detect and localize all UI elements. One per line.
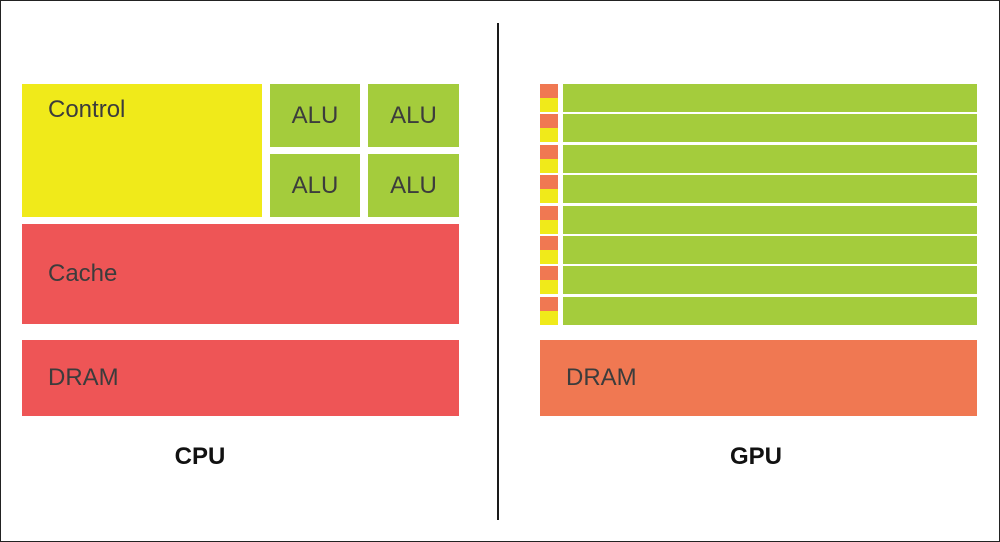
gpu-cache-cell (540, 84, 558, 98)
gpu-alu-lane (563, 114, 977, 142)
gpu-cache-cell (540, 175, 558, 189)
gpu-control-cache-unit (540, 175, 558, 203)
gpu-cache-cell (540, 145, 558, 159)
cpu-control-block: Control (22, 84, 262, 217)
gpu-control-cache-unit (540, 206, 558, 234)
gpu-control-cache-unit (540, 145, 558, 173)
gpu-control-cache-unit (540, 266, 558, 294)
gpu-dram-label: DRAM (566, 364, 637, 391)
gpu-control-cache-unit (540, 114, 558, 142)
gpu-control-cell (540, 280, 558, 294)
cpu-alu-block: ALU (368, 154, 459, 217)
gpu-control-cell (540, 220, 558, 234)
gpu-alu-lane (563, 236, 977, 264)
cpu-caption: CPU (174, 443, 226, 470)
cpu-alu-label: ALU (291, 101, 339, 129)
gpu-control-cell (540, 250, 558, 264)
gpu-control-cell (540, 189, 558, 203)
gpu-control-cell (540, 159, 558, 173)
gpu-cache-cell (540, 266, 558, 280)
cpu-control-label: Control (48, 96, 126, 123)
cpu-dram-label: DRAM (48, 364, 119, 391)
cpu-alu-label: ALU (291, 171, 339, 199)
gpu-caption: GPU (729, 443, 782, 470)
gpu-dram-block: DRAM (540, 340, 977, 416)
gpu-alu-lane (563, 84, 977, 112)
gpu-control-cell (540, 311, 558, 325)
gpu-cache-cell (540, 114, 558, 128)
gpu-control-cell (540, 128, 558, 142)
gpu-cache-cell (540, 206, 558, 220)
cpu-alu-label: ALU (390, 101, 437, 129)
gpu-control-cache-unit (540, 297, 558, 325)
gpu-control-cache-unit (540, 236, 558, 264)
cpu-gpu-divider (497, 23, 499, 520)
gpu-cache-cell (540, 236, 558, 250)
gpu-alu-lane (563, 175, 977, 203)
gpu-control-cache-unit (540, 84, 558, 112)
gpu-control-cell (540, 98, 558, 112)
gpu-alu-lane (563, 297, 977, 325)
cpu-alu-block: ALU (368, 84, 459, 147)
gpu-alu-lane (563, 206, 977, 234)
cpu-cache-label: Cache (48, 260, 118, 287)
cpu-alu-block: ALU (270, 84, 360, 147)
cpu-dram-block: DRAM (22, 340, 459, 416)
cpu-alu-label: ALU (390, 171, 437, 199)
cpu-alu-block: ALU (270, 154, 360, 217)
gpu-alu-lane (563, 266, 977, 294)
gpu-alu-lane (563, 145, 977, 173)
gpu-cache-cell (540, 297, 558, 311)
cpu-cache-block: Cache (22, 224, 459, 324)
